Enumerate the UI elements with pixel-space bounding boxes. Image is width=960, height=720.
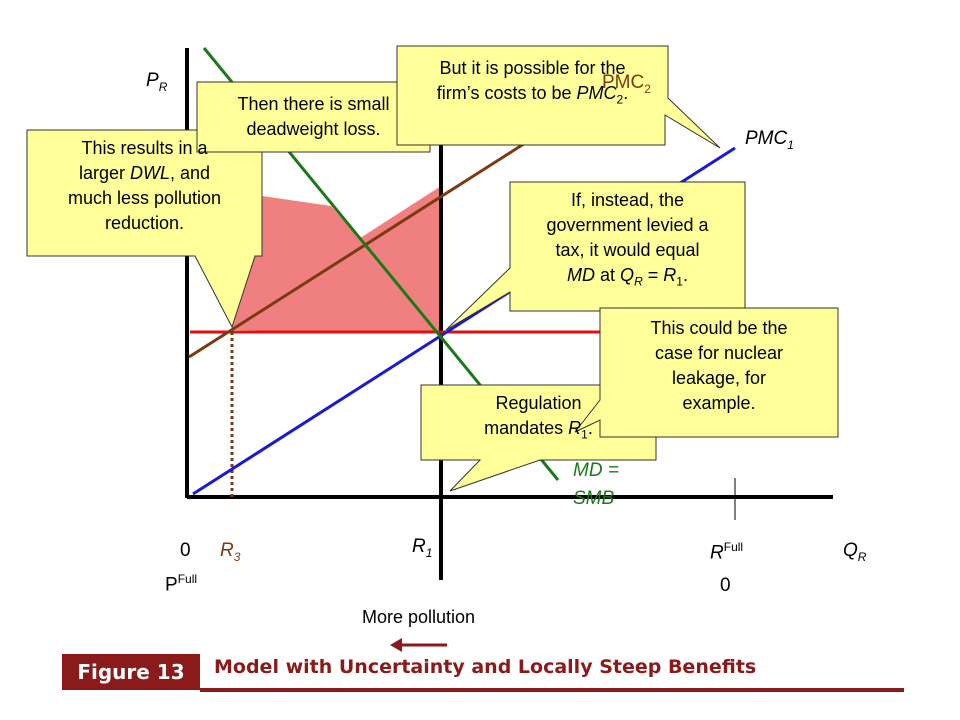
p-full-label: PFull — [165, 572, 198, 596]
more-pollution-arrowhead — [390, 638, 402, 652]
callout-small-dwl-text: Then there is small deadweight loss. — [237, 94, 390, 139]
origin-zero: 0 — [180, 540, 191, 561]
callout-pmc2 — [396, 45, 721, 149]
more-pollution-label: More pollution — [362, 607, 476, 627]
figure-title: Model with Uncertainty and Locally Steep… — [214, 656, 757, 678]
figure-number: Figure 13 — [62, 654, 200, 690]
callout-larger-dwl-text: This results in a larger DWL, and much l… — [67, 138, 222, 233]
r3-label: R3 — [220, 540, 241, 564]
pmc2-line — [188, 138, 531, 359]
y-axis-label: PR — [146, 70, 168, 94]
callout-pmc2-text: But it is possible for the firm’s costs … — [436, 58, 629, 107]
callout-small-dwl — [196, 81, 431, 153]
r-full-label: RFull — [710, 540, 744, 564]
pmc1-label: PMC1 — [745, 128, 794, 152]
callout-nuclear-text: This could be the case for nuclear leaka… — [650, 318, 788, 413]
r-full-zero: 0 — [720, 575, 731, 596]
callout-tax-text: If, instead, the government levied a tax… — [546, 190, 709, 289]
md-label: MD = — [573, 460, 619, 481]
dwl-right-area — [354, 186, 441, 333]
callout-tax — [445, 181, 746, 331]
callout-nuclear — [574, 307, 839, 438]
pmc2-label: PMC2 — [602, 72, 651, 96]
smb-label: SMB — [573, 488, 615, 509]
dwl-left-area — [232, 150, 441, 333]
callout-regulation-text: Regulation mandates R1. — [484, 393, 593, 442]
x-axis-label: QR — [843, 540, 867, 564]
r1-label: R1 — [412, 536, 433, 560]
figure-rule — [200, 688, 904, 692]
